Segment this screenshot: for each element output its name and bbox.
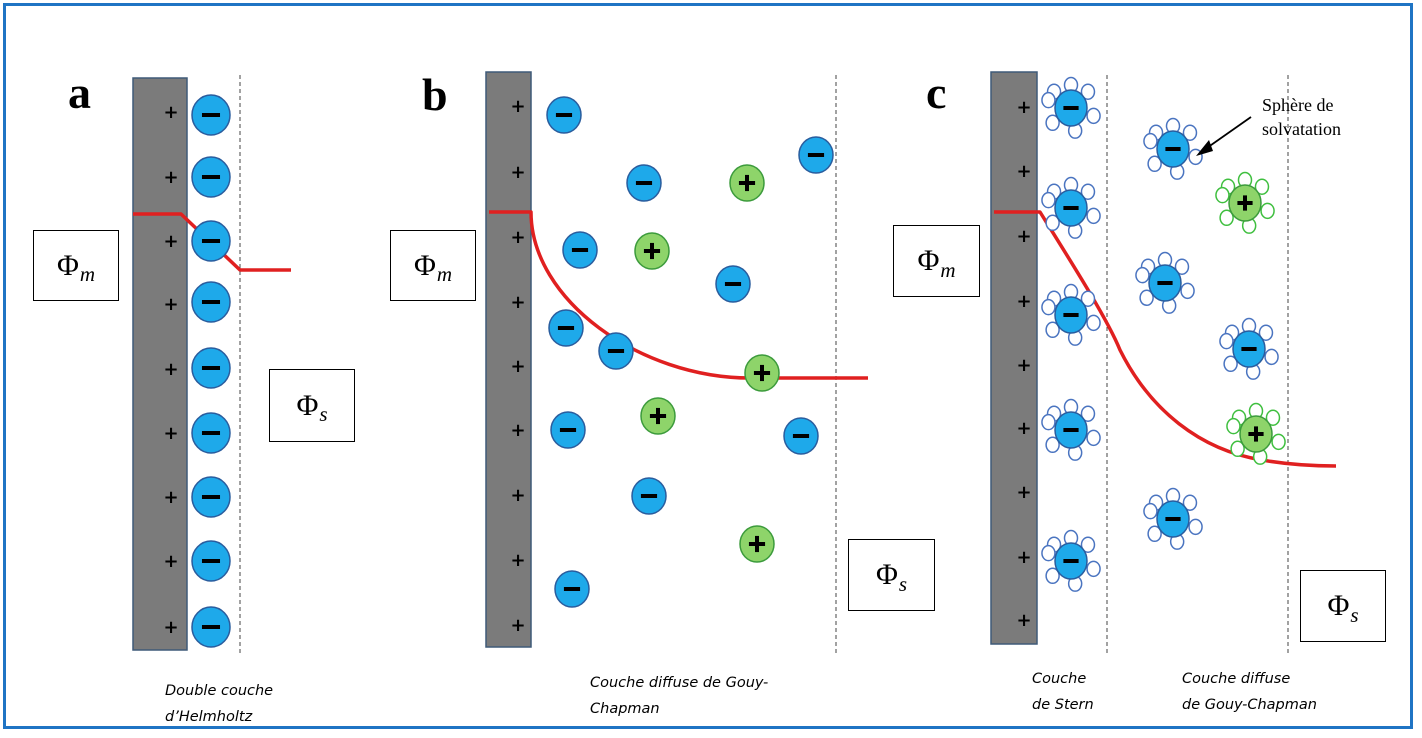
electrode-panel-b — [485, 71, 532, 648]
anion-particle — [191, 220, 231, 262]
solvated-anion — [1041, 76, 1101, 139]
anion-particle — [562, 231, 598, 269]
solvated-anion — [1041, 176, 1101, 239]
solvated-anion — [1041, 529, 1101, 592]
surface-positive-charge: + — [163, 617, 178, 638]
cation-particle — [729, 164, 765, 202]
cation-particle — [739, 525, 775, 563]
panel-c-stern-caption: Couche de Stern — [1032, 671, 1094, 713]
anion-particle — [631, 477, 667, 515]
anion-particle — [554, 570, 590, 608]
anion-particle — [715, 265, 751, 303]
anion-particle — [548, 309, 584, 347]
solvated-anion — [1041, 283, 1101, 346]
cation-particle — [640, 397, 676, 435]
anion-particle — [546, 96, 582, 134]
surface-positive-charge: + — [510, 227, 525, 248]
potential-curve-panel-b — [489, 210, 868, 380]
surface-positive-charge: + — [1016, 355, 1031, 376]
electrode-panel-c — [990, 71, 1038, 645]
panel-c-label: c — [926, 67, 947, 118]
solvation-sphere-label: Sphère de solvatation — [1262, 95, 1341, 139]
surface-positive-charge: + — [1016, 161, 1031, 182]
surface-positive-charge: + — [163, 102, 178, 123]
solvated-anion — [1143, 487, 1203, 550]
anion-particle — [191, 281, 231, 323]
panel-a-label: a — [68, 67, 91, 118]
surface-positive-charge: + — [510, 356, 525, 377]
surface-positive-charge: + — [163, 231, 178, 252]
surface-positive-charge: + — [163, 423, 178, 444]
solvated-cation — [1226, 402, 1286, 465]
anion-particle — [550, 411, 586, 449]
surface-positive-charge: + — [1016, 610, 1031, 631]
anion-particle — [798, 136, 834, 174]
solvated-anion — [1041, 398, 1101, 461]
surface-positive-charge: + — [1016, 482, 1031, 503]
solvated-anion — [1219, 317, 1279, 380]
surface-positive-charge: + — [163, 294, 178, 315]
anion-particle — [783, 417, 819, 455]
potential-curve-panel-c — [994, 210, 1337, 468]
surface-positive-charge: + — [510, 96, 525, 117]
surface-positive-charge: + — [510, 615, 525, 636]
surface-positive-charge: + — [510, 420, 525, 441]
surface-positive-charge: + — [163, 167, 178, 188]
surface-positive-charge: + — [1016, 97, 1031, 118]
surface-positive-charge: + — [510, 550, 525, 571]
annotation-arrow — [1203, 116, 1252, 151]
electrode-panel-a — [132, 77, 188, 651]
anion-particle — [626, 164, 662, 202]
panel-b-label: b — [422, 69, 448, 120]
anion-particle — [598, 332, 634, 370]
anion-particle — [191, 156, 231, 198]
surface-positive-charge: + — [1016, 547, 1031, 568]
surface-positive-charge: + — [1016, 226, 1031, 247]
surface-positive-charge: + — [1016, 291, 1031, 312]
surface-positive-charge: + — [510, 162, 525, 183]
surface-positive-charge: + — [1016, 418, 1031, 439]
surface-positive-charge: + — [510, 292, 525, 313]
panel-b-caption: Couche diffuse de Gouy- Chapman — [590, 675, 769, 717]
surface-positive-charge: + — [163, 487, 178, 508]
cation-particle — [634, 232, 670, 270]
annotation-arrowhead — [1196, 140, 1213, 156]
cation-particle — [744, 354, 780, 392]
figure-frame — [3, 3, 1413, 729]
panel-c-diffuse-caption: Couche diffuse de Gouy-Chapman — [1182, 671, 1317, 713]
anion-particle — [191, 412, 231, 454]
anion-particle — [191, 540, 231, 582]
solvated-cation — [1215, 171, 1275, 234]
anion-particle — [191, 347, 231, 389]
anion-particle — [191, 94, 231, 136]
panel-a-caption: Double couche d’Helmholtz — [165, 683, 274, 725]
anion-particle — [191, 476, 231, 518]
solvated-anion — [1143, 117, 1203, 180]
surface-positive-charge: + — [510, 485, 525, 506]
solvated-anion — [1135, 251, 1195, 314]
anion-particle — [191, 606, 231, 648]
surface-positive-charge: + — [163, 359, 178, 380]
surface-positive-charge: + — [163, 551, 178, 572]
